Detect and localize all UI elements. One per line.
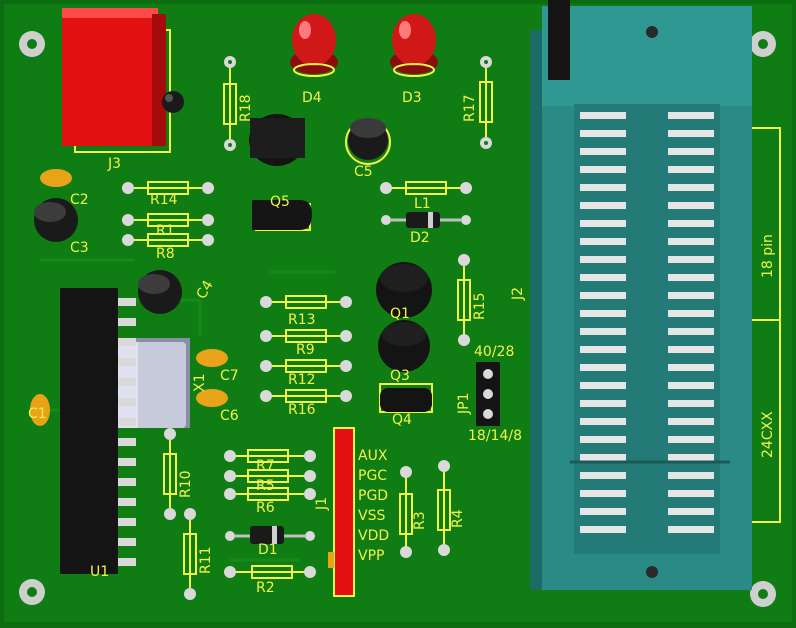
label-jp1: JP1 [456, 393, 472, 415]
j1-pin-vss: VSS [358, 508, 385, 524]
led-d3 [390, 14, 438, 77]
zif-screw-bottom [646, 566, 658, 578]
transistor-q3 [378, 320, 430, 372]
capacitor-c5 [345, 118, 391, 165]
label-j1: J1 [314, 497, 330, 511]
resistor-r2 [224, 565, 316, 579]
label-r2: R2 [256, 580, 275, 596]
resistor-r14 [122, 181, 214, 195]
resistor-r1 [122, 213, 214, 227]
label-24cxx: 24CXX [760, 411, 776, 458]
resistor-r4 [437, 460, 451, 556]
resistor-r15 [457, 254, 471, 346]
label-r6: R6 [256, 500, 275, 516]
label-d2: D2 [410, 230, 430, 246]
zif-screw-top [646, 26, 658, 38]
label-c3: C3 [70, 240, 89, 256]
zif-socket-j2 [530, 0, 781, 590]
label-c5: C5 [354, 164, 373, 180]
j1-pin-aux: AUX [358, 448, 388, 464]
j1-pin-pgc: PGC [358, 468, 387, 484]
resistor-r3 [399, 466, 413, 558]
label-18pin: 18 pin [760, 234, 776, 278]
resistor-r16 [260, 389, 352, 403]
capacitor-c7 [196, 349, 228, 367]
mounting-holes [19, 31, 776, 607]
label-q1: Q1 [390, 306, 410, 322]
label-r3: R3 [412, 511, 428, 530]
resistor-r9 [260, 329, 352, 343]
resistor-r8 [122, 233, 214, 247]
capacitor-c1 [30, 394, 50, 426]
label-r1: R1 [156, 223, 175, 239]
zif-lever [548, 0, 570, 80]
resistor-r10 [163, 428, 177, 520]
label-r18: R18 [238, 94, 254, 122]
capacitor-c3 [34, 198, 78, 242]
relay-j3 [62, 8, 184, 153]
resistor-r6 [224, 487, 316, 501]
capacitor-c6 [196, 389, 228, 407]
label-q5: Q5 [270, 194, 290, 210]
transistor-q4 [379, 383, 433, 413]
resistor-r17 [479, 56, 493, 149]
capacitor-c4-electrolytic [138, 270, 182, 314]
label-r4: R4 [450, 509, 466, 528]
label-c2: C2 [70, 192, 89, 208]
label-pin-top: 40/28 [474, 344, 514, 360]
label-r9: R9 [296, 342, 315, 358]
label-r10: R10 [178, 470, 194, 498]
label-r17: R17 [462, 94, 478, 122]
label-j2: J2 [510, 287, 526, 301]
label-c1: C1 [28, 406, 47, 422]
label-d1: D1 [258, 542, 278, 558]
j1-pin-labels: AUX PGC PGD VSS VDD VPP [358, 448, 389, 564]
jumper-jp1 [476, 362, 500, 426]
led-d4 [290, 14, 338, 77]
label-u1: U1 [90, 564, 109, 580]
label-q4: Q4 [392, 412, 412, 428]
j1-pin-vdd: VDD [358, 528, 389, 544]
label-d3: D3 [402, 90, 422, 106]
resistor-l1 [380, 181, 472, 195]
ic-u1 [60, 288, 136, 574]
label-q3: Q3 [390, 368, 410, 384]
label-r12: R12 [288, 372, 316, 388]
resistor-r5 [224, 469, 316, 483]
diode-d1 [225, 526, 315, 544]
label-c6: C6 [220, 408, 239, 424]
label-r5: R5 [256, 478, 275, 494]
resistor-r12 [260, 359, 352, 373]
label-r8: R8 [156, 246, 175, 262]
label-j3: J3 [107, 156, 121, 172]
resistor-r7 [224, 449, 316, 463]
label-l1: L1 [414, 196, 431, 212]
label-r7: R7 [256, 458, 275, 474]
diode-d2 [381, 212, 471, 228]
connector-j1 [328, 427, 355, 597]
transistor-q5 [252, 200, 312, 231]
ic-u1-pins [118, 298, 136, 566]
j1-pin-pgd: PGD [358, 488, 388, 504]
label-r11: R11 [198, 546, 214, 574]
resistor-r13 [260, 295, 352, 309]
resistor-r18 [223, 56, 237, 151]
label-r15: R15 [472, 292, 488, 320]
label-d4: D4 [302, 90, 322, 106]
label-pin-bottom: 18/14/8 [468, 428, 522, 444]
label-r13: R13 [288, 312, 316, 328]
label-c7: C7 [220, 368, 239, 384]
label-r14: R14 [150, 192, 178, 208]
label-r16: R16 [288, 402, 316, 418]
transistor-q1 [376, 262, 432, 318]
transistor-top [249, 114, 305, 166]
label-x1: X1 [192, 374, 208, 393]
resistor-r11 [183, 508, 197, 600]
silkscreen-labels: D4 D3 J3 R18 R17 C2 C3 C5 R14 R1 R8 Q5 L… [28, 90, 776, 596]
j1-pin-vpp: VPP [358, 548, 384, 564]
zif-contacts [580, 112, 714, 533]
capacitor-c2 [40, 169, 72, 187]
